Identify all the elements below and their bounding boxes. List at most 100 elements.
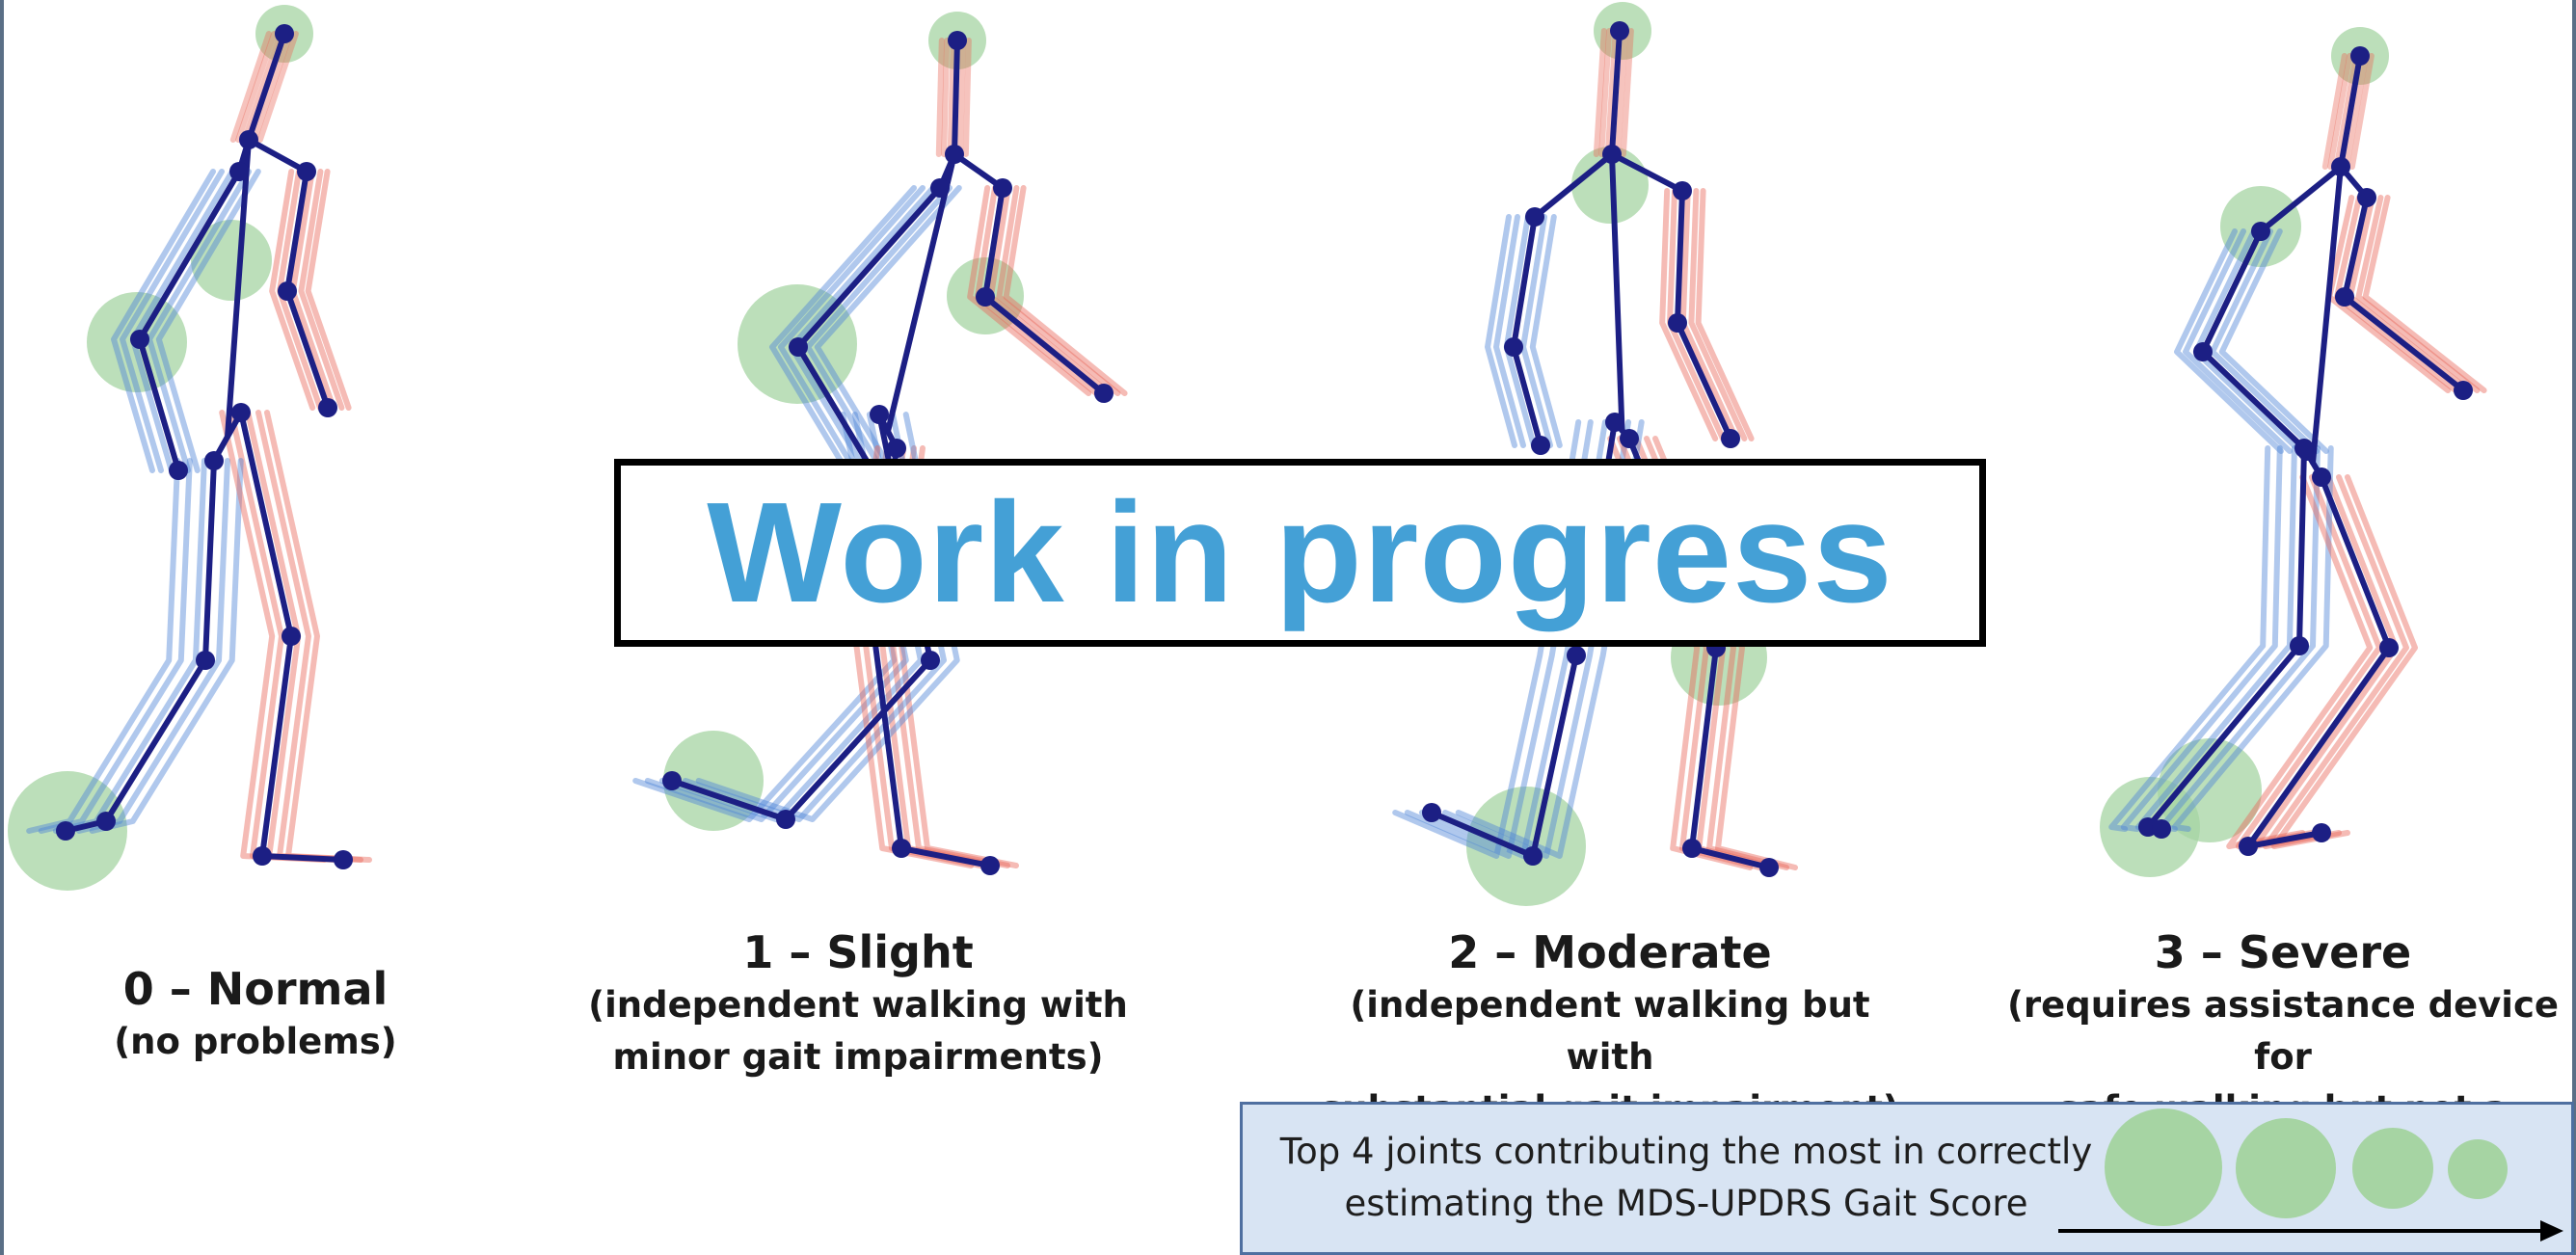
- joint-dot: [204, 451, 224, 470]
- joint-dot: [282, 627, 301, 646]
- left-arm-trace: [2218, 228, 2329, 454]
- joint-dot: [297, 162, 316, 181]
- joint-dot: [2350, 46, 2370, 66]
- legend-text: Top 4 joints contributing the most in co…: [1267, 1126, 2106, 1230]
- caption-normal: 0 – Normal (no problems): [48, 962, 463, 1068]
- joint-dot: [229, 162, 249, 181]
- joint-dot: [2290, 636, 2309, 655]
- joint-dot: [1422, 803, 1441, 822]
- torso-trace: [2348, 53, 2375, 170]
- joint-dot: [2312, 823, 2331, 842]
- caption-title: 3 – Severe: [2154, 926, 2412, 978]
- joint-dot: [2294, 439, 2314, 458]
- joint-dot: [56, 821, 75, 841]
- torso-trace: [241, 31, 283, 143]
- right-arm-trace: [996, 185, 1121, 396]
- joint-dot: [2357, 188, 2376, 207]
- joint-dot: [239, 130, 258, 149]
- right-leg-trace: [2226, 474, 2374, 849]
- joint-highlight-2-0: [1466, 787, 1586, 906]
- caption-title: 2 – Moderate: [1448, 926, 1772, 978]
- pose-segment: [238, 410, 346, 863]
- joint-dot: [2251, 222, 2270, 241]
- caption-desc: minor gait impairments): [612, 1036, 1104, 1078]
- joint-dot: [921, 651, 940, 670]
- left-arm-trace: [814, 185, 962, 473]
- joint-dot: [2193, 342, 2213, 361]
- caption-title: 1 – Slight: [742, 926, 974, 978]
- torso-trace: [2333, 53, 2359, 170]
- joint-dot: [2331, 157, 2350, 176]
- joint-dot: [1525, 207, 1544, 227]
- right-arm-trace: [1695, 188, 1755, 441]
- caption-desc: (requires assistance device for: [2006, 984, 2560, 1078]
- torso-trace: [2321, 53, 2348, 170]
- torso-trace: [1620, 28, 1634, 157]
- torso-trace: [235, 31, 278, 143]
- joint-dot: [887, 439, 906, 458]
- joint-dot: [993, 178, 1012, 198]
- joint-dot: [930, 178, 950, 198]
- left-arm-trace: [1493, 214, 1526, 448]
- joint-importance-legend: Top 4 joints contributing the most in co…: [1240, 1102, 2574, 1255]
- left-leg-trace: [2108, 445, 2271, 832]
- joint-dot: [789, 337, 808, 357]
- torso-trace: [941, 38, 951, 157]
- decreasing-importance-arrow: [2058, 1220, 2563, 1242]
- joint-dot: [96, 812, 116, 831]
- pose-segment: [63, 458, 217, 834]
- left-arm-trace: [2174, 228, 2284, 454]
- torso-trace: [1598, 28, 1613, 157]
- right-arm-trace: [1659, 188, 1719, 441]
- joint-dot: [275, 24, 294, 43]
- right-border: [2572, 0, 2576, 1255]
- joint-dot: [1567, 646, 1586, 665]
- left-arm-trace: [778, 185, 926, 473]
- joint-dot: [130, 330, 149, 349]
- joint-dot: [980, 856, 1000, 875]
- joint-dot: [2152, 819, 2171, 839]
- joint-dot: [1721, 429, 1740, 448]
- left-arm-trace: [1529, 214, 1563, 448]
- right-leg-trace: [2271, 474, 2418, 849]
- torso-trace: [2327, 53, 2353, 170]
- torso-trace: [947, 38, 956, 157]
- right-arm-trace: [1688, 188, 1748, 441]
- right-arm-trace: [298, 169, 345, 411]
- right-arm-trace: [305, 169, 352, 411]
- caption-desc: (independent walking with: [588, 984, 1128, 1026]
- work-in-progress-banner: Work in progress: [614, 459, 1986, 647]
- joint-dot: [1682, 839, 1702, 858]
- torso-trace: [1593, 28, 1607, 157]
- right-leg-trace: [2263, 474, 2409, 849]
- joint-dot: [1531, 436, 1550, 455]
- joint-dot: [945, 145, 964, 164]
- joint-highlight-3-1: [2158, 738, 2262, 842]
- legend-bubble-rank-1: [2105, 1108, 2222, 1226]
- joint-dot: [2312, 467, 2331, 487]
- joint-dot: [1605, 413, 1624, 432]
- left-leg-trace: [26, 458, 181, 834]
- torso-trace: [256, 31, 299, 143]
- banner-text: Work in progress: [707, 472, 1893, 632]
- joint-dot: [318, 398, 337, 417]
- caption-desc: (no problems): [114, 1021, 397, 1062]
- joint-dot: [870, 405, 889, 424]
- joint-dot: [231, 403, 251, 422]
- legend-bubble-rank-3: [2352, 1128, 2433, 1209]
- left-arm-trace: [155, 169, 261, 473]
- torso-trace: [2344, 53, 2369, 170]
- torso-trace: [957, 38, 966, 157]
- legend-bubble-rank-2: [2236, 1118, 2336, 1218]
- joint-dot: [1620, 429, 1639, 448]
- joint-dot: [2335, 287, 2354, 307]
- left-leg-trace: [2120, 445, 2283, 832]
- joint-dot: [1610, 21, 1629, 40]
- pose-segment: [2245, 474, 2392, 849]
- joint-dot: [253, 846, 272, 866]
- joint-dot: [948, 31, 967, 50]
- joint-dot: [1504, 337, 1523, 357]
- left-leg-trace: [2171, 445, 2334, 832]
- left-arm-trace: [120, 169, 225, 473]
